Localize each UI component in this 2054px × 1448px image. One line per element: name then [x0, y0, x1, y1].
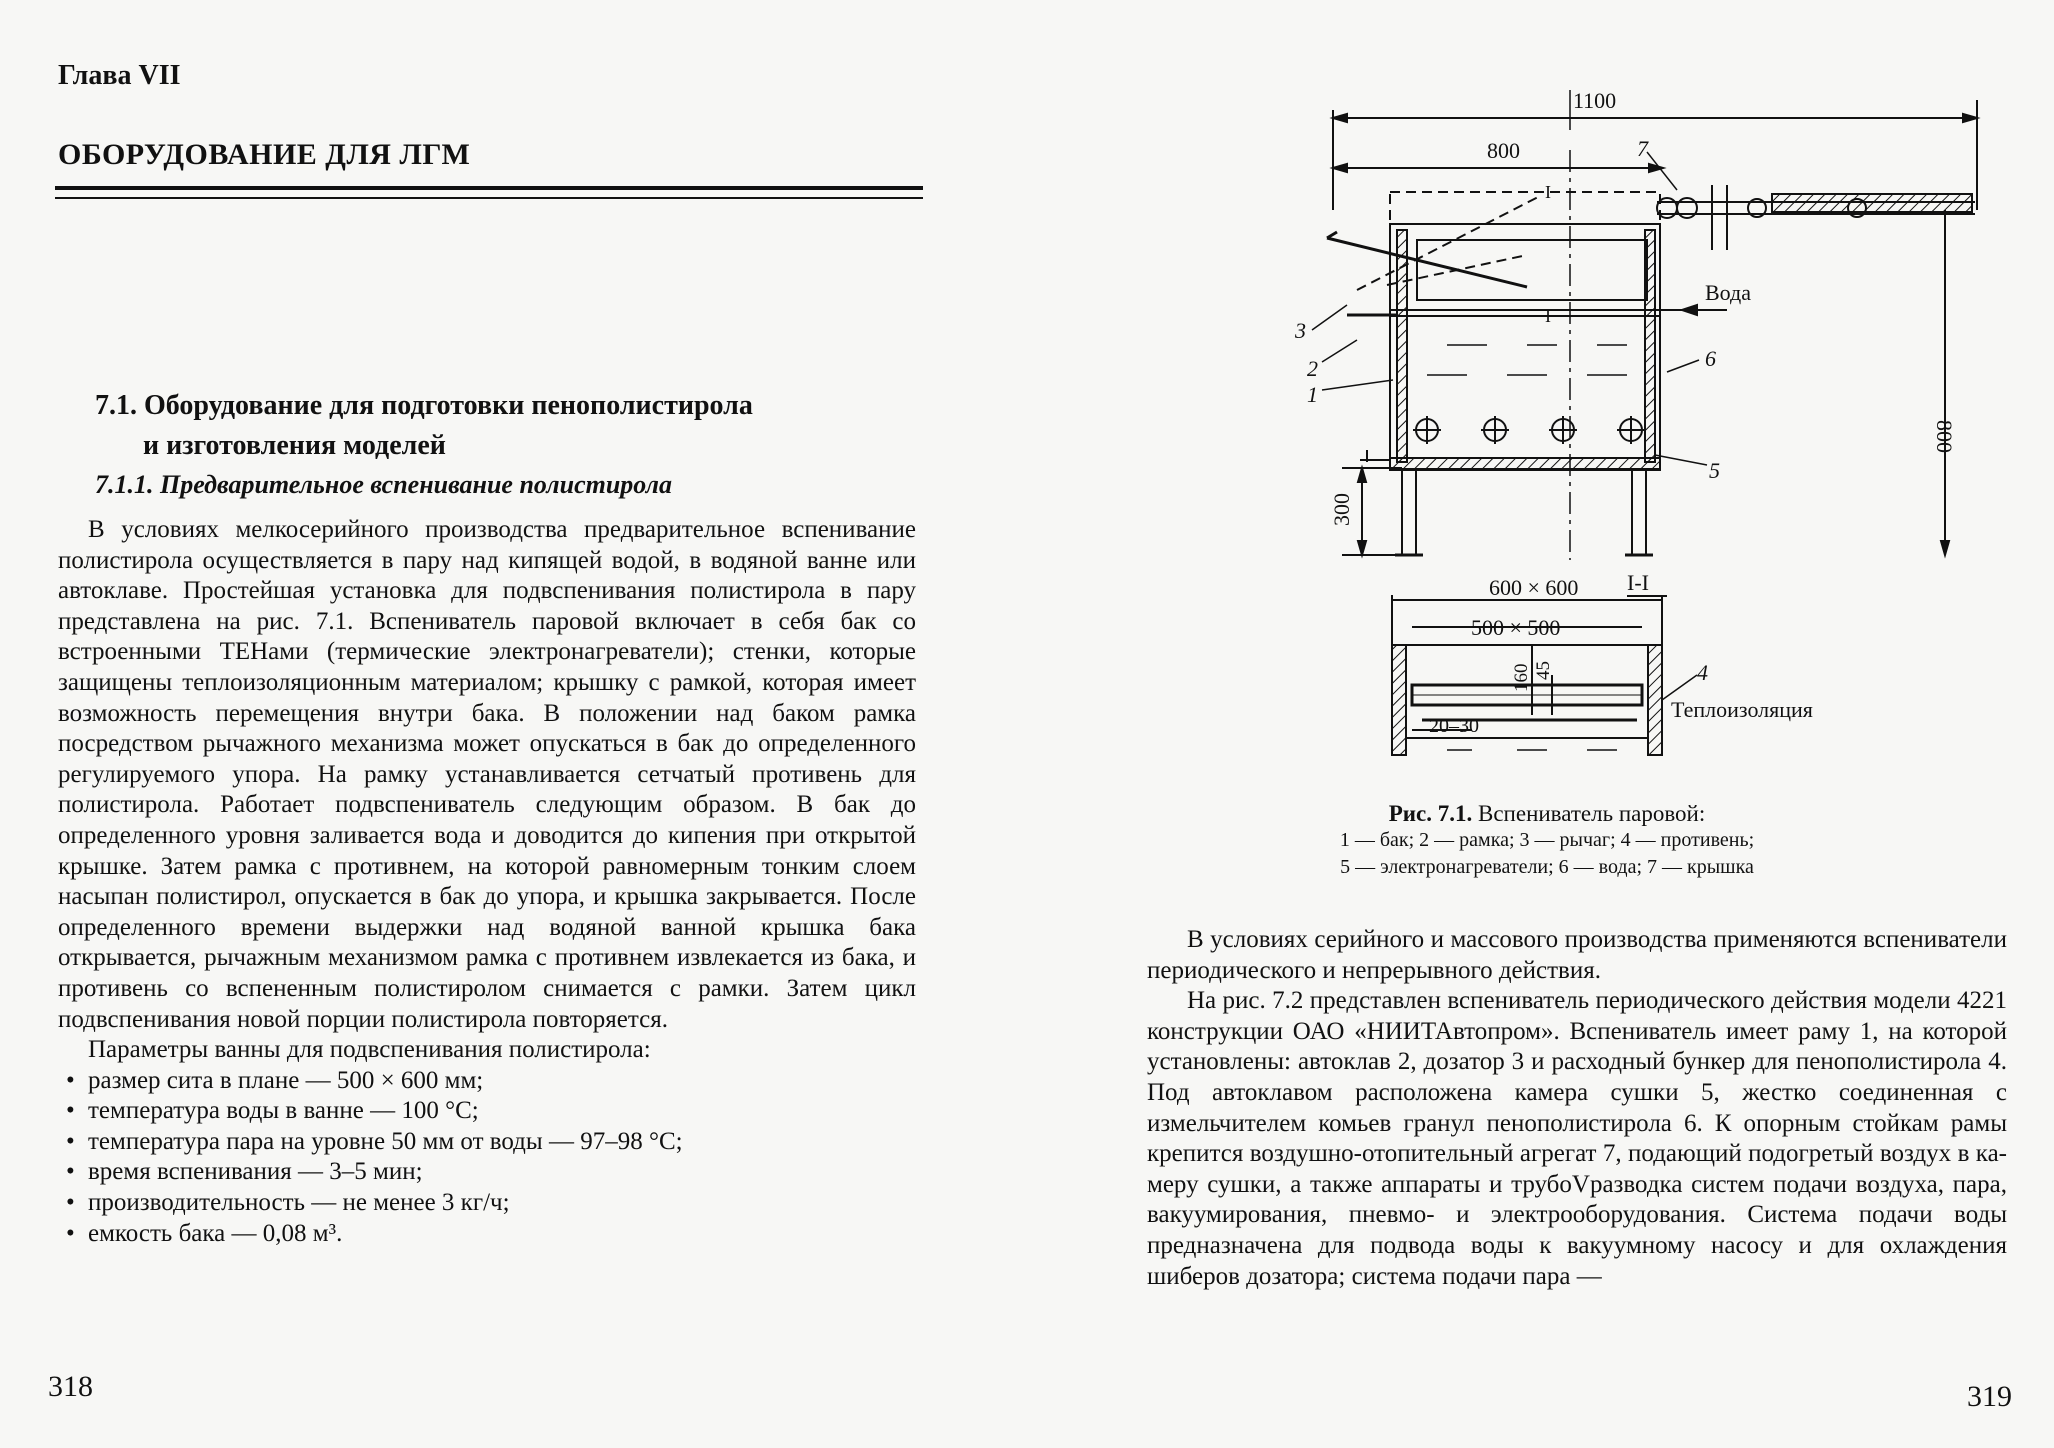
dim-label-45: 45	[1533, 661, 1554, 680]
arrow	[1678, 303, 1698, 317]
lid-open-position	[1389, 191, 1661, 225]
subsection-title: 7.1.1. Предварительное вспенивание полис…	[95, 470, 673, 499]
lever-dashed	[1386, 254, 1528, 286]
paragraph: На рис. 7.2 представлен вспениватель пер…	[1147, 987, 2007, 1290]
callout-1: 1	[1307, 382, 1318, 407]
arrow	[1962, 112, 1981, 124]
leader-2	[1321, 339, 1358, 363]
chapter-rule-thin	[55, 197, 923, 199]
list-item: время вспенивания — 3–5 мин;	[58, 1157, 916, 1188]
left-body-text: В условиях мелкосерийного производства п…	[58, 515, 916, 1249]
leader-5	[1654, 454, 1708, 466]
callout-5: 5	[1709, 458, 1720, 483]
arrow	[1648, 162, 1667, 174]
lever-handle	[1326, 230, 1338, 240]
lever-dashed	[1356, 194, 1543, 291]
lever	[1326, 236, 1528, 289]
page-number: 319	[1967, 1380, 2012, 1413]
params-list: размер сита в плане — 500 × 600 мм; темп…	[58, 1066, 916, 1250]
params-intro: Параметры ванны для подвспенивания полис…	[88, 1036, 651, 1064]
dim-label-600x600: 600 × 600	[1489, 575, 1578, 600]
label-voda: Вода	[1705, 280, 1751, 305]
leader-7	[1646, 151, 1678, 191]
dim-label-1100: 1100	[1573, 90, 1616, 113]
hatched-plate	[1771, 193, 1973, 213]
leader-3	[1311, 304, 1348, 331]
dim-label-800-top: 800	[1487, 138, 1520, 163]
frame	[1416, 239, 1648, 301]
technical-drawing: 1100 800	[1294, 88, 1981, 756]
leader-1	[1321, 379, 1394, 391]
list-item: емкость бака — 0,08 м³.	[58, 1219, 916, 1250]
right-page: 1100 800	[1027, 0, 2054, 1448]
arrow	[1356, 540, 1368, 559]
dim-label-300: 300	[1329, 493, 1354, 526]
callout-3: 3	[1294, 318, 1306, 343]
callout-4: 4	[1697, 660, 1708, 685]
caption-title-line: Рис. 7.1. Вспениватель паровой:	[1197, 800, 1897, 827]
chapter-rule-thick	[55, 186, 923, 190]
dim-label-160: 160	[1511, 664, 1532, 693]
leader-4	[1661, 674, 1698, 701]
arrow	[1329, 162, 1348, 174]
tank-bottom	[1389, 457, 1661, 471]
hinge	[1747, 198, 1767, 218]
heaters	[1413, 416, 1645, 444]
caption-line2: 5 — электронагреватели; 6 — вода; 7 — кр…	[1340, 856, 1754, 878]
insulation-wall-right	[1647, 644, 1663, 756]
section-title: 7.1. Оборудование для подготовки пенопол…	[95, 386, 915, 466]
chapter-title: ОБОРУДОВАНИЕ ДЛЯ ЛГМ	[58, 138, 471, 171]
list-item: температура пара на уровне 50 мм от воды…	[58, 1127, 916, 1158]
leader-6	[1666, 359, 1700, 373]
caption-line1: 1 — бак; 2 — рамка; 3 — рычаг; 4 — проти…	[1339, 829, 1755, 851]
arrow	[1356, 464, 1368, 483]
label-teploizolyaciya: Теплоизоляция	[1671, 697, 1813, 722]
section-mark-I: I	[1545, 306, 1551, 326]
dim-label-800-side: 800	[1932, 420, 1957, 453]
callout-7: 7	[1637, 136, 1649, 161]
left-page: Глава VII ОБОРУДОВАНИЕ ДЛЯ ЛГМ 7.1. Обор…	[0, 0, 1027, 1448]
chapter-label: Глава VII	[58, 60, 181, 91]
figure-caption: Рис. 7.1. Вспениватель паровой: 1 — бак;…	[1197, 800, 1897, 881]
section-title-line2: и изготовления моделей	[143, 430, 446, 461]
caption-title: Вспениватель паровой:	[1478, 801, 1706, 826]
callout-2: 2	[1307, 356, 1318, 381]
insulation-wall-left	[1391, 644, 1407, 756]
leg	[1401, 469, 1417, 556]
dim-label-20-30: 20–30	[1429, 715, 1479, 737]
list-item: производительность — не менее 3 кг/ч;	[58, 1188, 916, 1219]
section-title-I-I: I-I	[1627, 570, 1649, 595]
section-mark-I: I	[1545, 182, 1551, 202]
list-item: размер сита в плане — 500 × 600 мм;	[58, 1066, 916, 1097]
page-number: 318	[48, 1370, 93, 1403]
callout-6: 6	[1705, 346, 1716, 371]
paragraph: В условиях мелкосерийного производства п…	[58, 516, 916, 1033]
right-body-text: В условиях серийного и массового произво…	[1147, 925, 2007, 1292]
caption-number: Рис. 7.1.	[1388, 801, 1473, 826]
figure-steam-foamer: 1100 800	[1227, 88, 1987, 780]
water-marks	[1427, 344, 1627, 376]
paragraph: В условиях серийного и массового произво…	[1147, 926, 2007, 984]
section-title-line1: 7.1. Оборудование для подготовки пенопол…	[95, 390, 753, 421]
leg	[1631, 469, 1647, 556]
hinge	[1676, 197, 1698, 219]
hinge	[1847, 198, 1867, 218]
arrow	[1939, 540, 1951, 559]
arrow	[1329, 112, 1348, 124]
list-item: температура воды в ванне — 100 °С;	[58, 1096, 916, 1127]
dim-label-500x500: 500 × 500	[1471, 615, 1560, 640]
